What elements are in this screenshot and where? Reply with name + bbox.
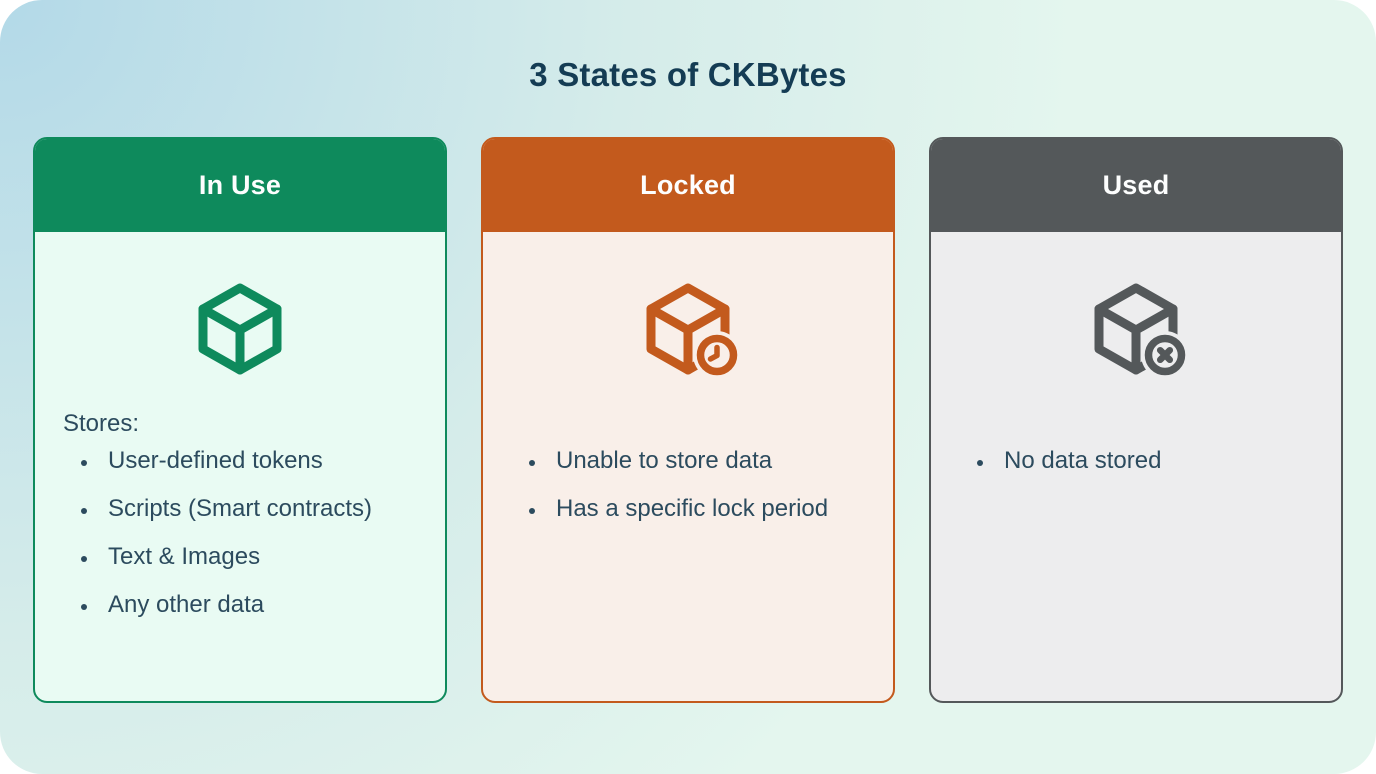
card-in-use-title: In Use [198,170,282,200]
card-used: Used No [929,137,1343,703]
card-locked-title: Locked [640,170,736,200]
card-in-use: In Use Stores: User-defined tokens Scrip… [33,137,447,703]
card-used-header: Used [931,139,1341,232]
card-locked: Locked U [481,137,895,703]
card-used-title: Used [1102,170,1170,200]
list-item: Scripts (Smart contracts) [99,493,417,525]
list-item: Unable to store data [547,445,865,477]
cards-row: In Use Stores: User-defined tokens Scrip… [0,137,1376,703]
list-item: No data stored [995,445,1313,477]
card-in-use-body: Stores: User-defined tokens Scripts (Sma… [35,232,445,701]
list-item: Has a specific lock period [547,493,865,525]
cube-clock-icon [511,279,865,379]
card-in-use-header: In Use [35,139,445,232]
card-used-bullet-list: No data stored [959,445,1313,477]
card-used-label [959,407,1313,441]
page-title: 3 States of CKBytes [529,56,847,93]
card-locked-header: Locked [483,139,893,232]
card-used-body: No data stored [931,232,1341,701]
card-in-use-label: Stores: [63,410,140,437]
list-item: User-defined tokens [99,445,417,477]
list-item: Any other data [99,589,417,621]
card-in-use-bullet-list: User-defined tokens Scripts (Smart contr… [63,445,417,621]
card-locked-body: Unable to store data Has a specific lock… [483,232,893,701]
cube-icon [63,279,417,379]
cube-cross-icon [959,279,1313,379]
list-item: Text & Images [99,541,417,573]
card-locked-label [511,407,865,441]
card-locked-bullet-list: Unable to store data Has a specific lock… [511,445,865,525]
